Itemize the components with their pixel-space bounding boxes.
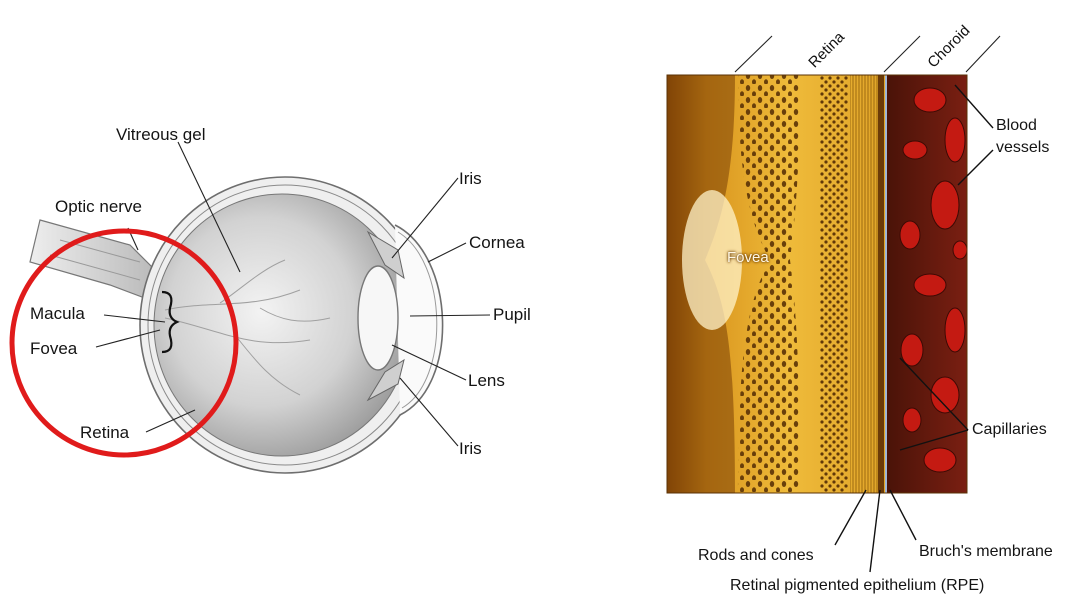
label-bruchs-membrane: Bruch's membrane [919, 544, 1053, 560]
label-optic-nerve: Optic nerve [55, 198, 142, 215]
label-macula: Macula [30, 305, 85, 322]
label-rods-and-cones: Rods and cones [698, 548, 814, 564]
label-fovea: Fovea [30, 340, 77, 357]
label-rpe: Retinal pigmented epithelium (RPE) [730, 578, 984, 594]
label-fovea-cross-section: Fovea [727, 249, 769, 266]
label-iris-bottom: Iris [459, 440, 482, 457]
label-vitreous-gel: Vitreous gel [116, 126, 205, 143]
label-capillaries: Capillaries [972, 422, 1047, 438]
lens-shape [358, 266, 398, 370]
label-pupil: Pupil [493, 306, 531, 323]
label-vessels: vessels [996, 140, 1049, 156]
label-retina: Retina [80, 424, 129, 441]
label-lens: Lens [468, 372, 505, 389]
label-iris-top: Iris [459, 170, 482, 187]
label-blood: Blood [996, 118, 1037, 134]
label-cornea: Cornea [469, 234, 525, 251]
retina-cross-section [667, 36, 1000, 572]
